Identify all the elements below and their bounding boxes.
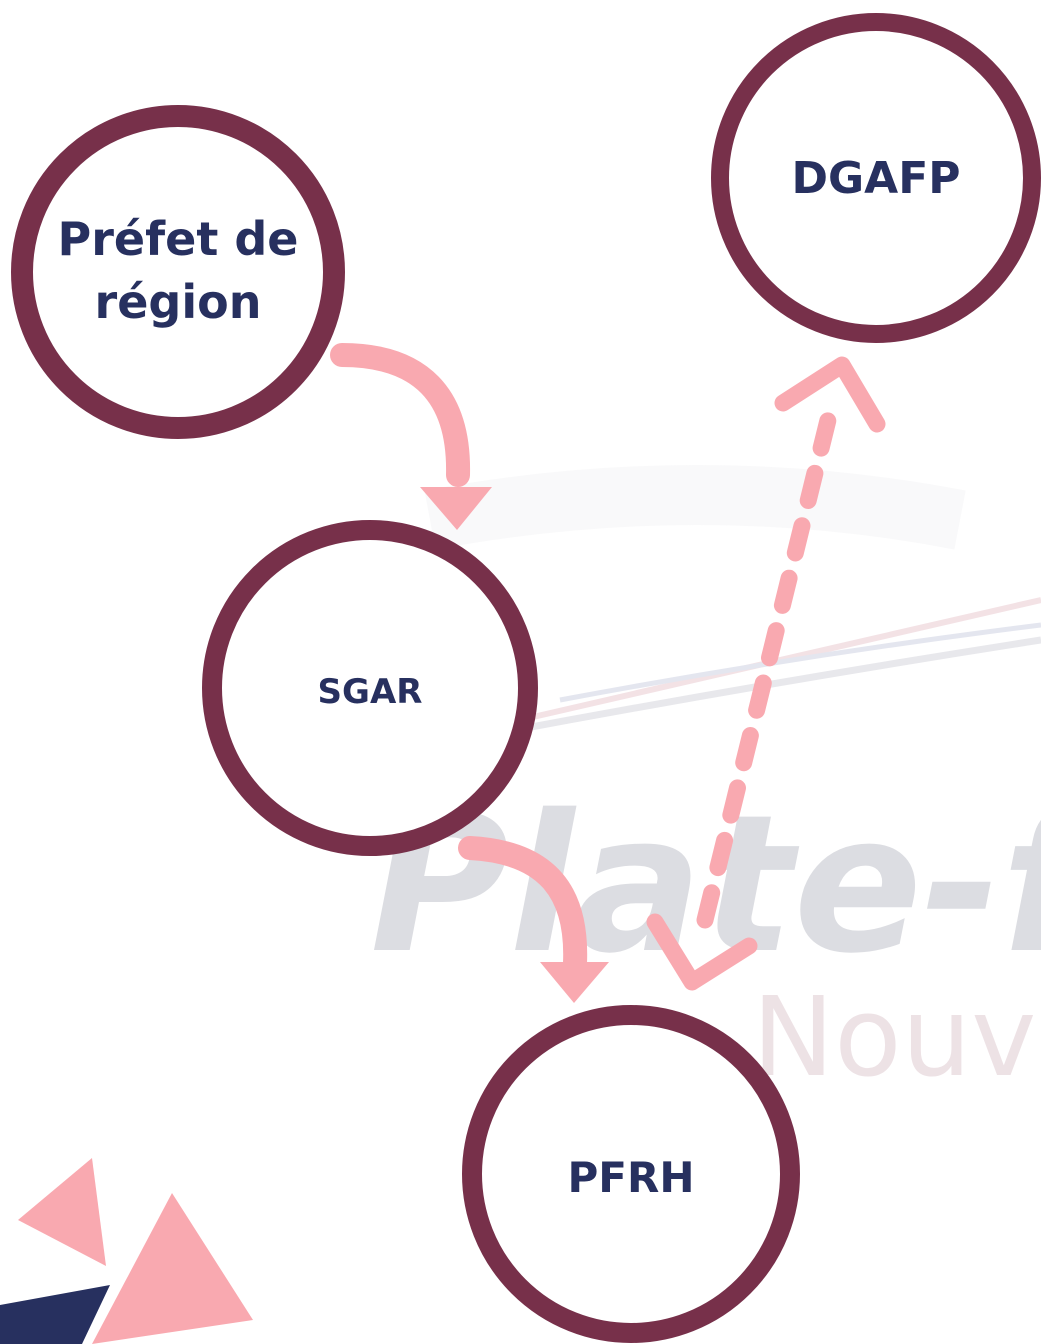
node-ring	[11, 105, 345, 439]
large-pink-triangle	[92, 1193, 253, 1344]
node-ring	[711, 13, 1041, 343]
dashed-arrow-pfrh-dgafp	[646, 356, 886, 991]
node-ring	[202, 520, 538, 856]
node-label: DGAFP	[792, 153, 961, 204]
node-label-line1: Préfet de	[58, 212, 299, 266]
arrows	[330, 343, 886, 1003]
watermark-streaks	[409, 465, 1041, 754]
node-label-line2: région	[95, 275, 262, 329]
watermark-sub-text: Nouve	[752, 973, 1041, 1101]
node-prefet-de-region: Préfet de région	[11, 105, 345, 439]
arrow-sgar-to-pfrh	[458, 836, 609, 1003]
decorative-triangles	[0, 1158, 253, 1344]
node-dgafp: DGAFP	[711, 13, 1041, 343]
node-sgar: SGAR	[202, 520, 538, 856]
small-pink-triangle	[18, 1158, 106, 1266]
navy-shape	[0, 1285, 110, 1344]
node-label: PFRH	[568, 1153, 695, 1202]
arrow-prefet-to-sgar	[330, 343, 492, 530]
node-label: SGAR	[318, 672, 423, 712]
node-pfrh: PFRH	[462, 1005, 800, 1343]
node-ring	[462, 1005, 800, 1343]
